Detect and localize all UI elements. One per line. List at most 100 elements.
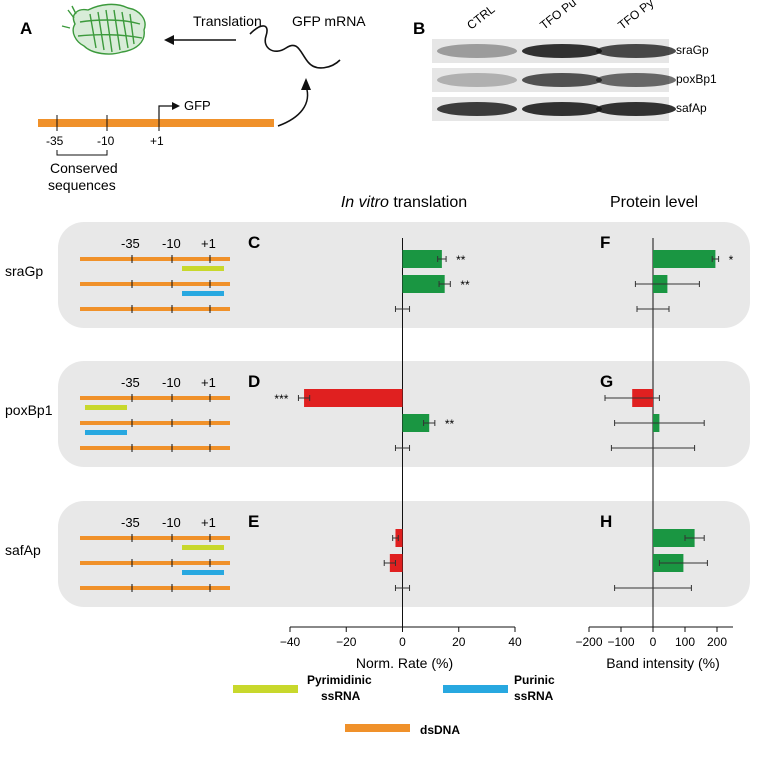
row-panel-bg: [58, 501, 750, 607]
x-tick-label: −40: [280, 635, 301, 649]
blot-band: [522, 73, 602, 87]
panel-letter: D: [248, 372, 260, 391]
mrna-squiggle: [249, 25, 341, 69]
bar: [653, 250, 716, 268]
significance-label: **: [445, 417, 455, 431]
promoter-name: safAp: [5, 542, 41, 558]
x-tick-label: −100: [607, 635, 634, 649]
tss-arrow: [158, 102, 180, 119]
x-tick-label: 200: [707, 635, 727, 649]
schematic-tick-label: -10: [162, 375, 181, 390]
bar: [402, 250, 442, 268]
schematic-tick-label: +1: [201, 515, 216, 530]
blot-lane-label: CTRL: [464, 2, 498, 33]
significance-label: *: [729, 253, 734, 267]
x-tick-label: −20: [336, 635, 357, 649]
x-tick-label: 0: [650, 635, 657, 649]
bar: [402, 275, 445, 293]
blot-band: [596, 73, 676, 87]
purinic-ssrna-strand: [182, 291, 224, 296]
schematic-tick-label: +1: [201, 236, 216, 251]
pyrimidinic-ssrna-strand: [182, 545, 224, 550]
dsdna-line: [80, 586, 230, 590]
mrna-label: GFP mRNA: [292, 13, 366, 29]
schematic-tick-label: -10: [162, 236, 181, 251]
bar: [395, 529, 403, 547]
x-tick-label: 40: [508, 635, 522, 649]
blot-row-label: poxBp1: [676, 72, 717, 86]
promoter-name: poxBp1: [5, 402, 53, 418]
dsdna-line: [80, 396, 230, 400]
conserved-bracket: [56, 150, 108, 156]
gene-tick-label: -10: [97, 134, 115, 148]
transcription-arrow: [277, 85, 309, 127]
legend-label: dsDNA: [420, 723, 460, 737]
x-tick-label: 20: [452, 635, 466, 649]
pyrimidinic-ssrna-strand: [85, 405, 127, 410]
blot-band: [437, 44, 517, 58]
blot-band: [522, 44, 602, 58]
dsdna-line: [80, 446, 230, 450]
x-tick-label: 100: [675, 635, 695, 649]
pyrimidinic-ssrna-strand: [182, 266, 224, 271]
blot-row-label: sraGp: [676, 43, 709, 57]
panel-letter: E: [248, 512, 259, 531]
blot-lane-label: TFO Pu: [537, 0, 579, 32]
panel-a: A Translation GFP mRNA GFP -35: [20, 3, 366, 193]
conserved-label: Conserved: [50, 160, 118, 176]
significance-label: **: [460, 278, 470, 292]
x-tick-label: 0: [399, 635, 406, 649]
purinic-ssrna-strand: [85, 430, 127, 435]
translation-arrow: [164, 35, 236, 45]
bar: [304, 389, 403, 407]
dsdna-line: [80, 561, 230, 565]
panel-a-letter: A: [20, 19, 32, 38]
gene-tick-label: -35: [46, 134, 64, 148]
legend-label: Purinic: [514, 673, 555, 687]
schematic-tick-label: -10: [162, 515, 181, 530]
legend-swatch-pyrimidinic: [233, 685, 298, 693]
x-axis-label: Band intensity (%): [606, 655, 720, 671]
right-column-title: Protein level: [610, 194, 698, 211]
legend: Pyrimidinic ssRNA Purinic ssRNA dsDNA: [233, 673, 555, 737]
western-blot: [432, 39, 676, 121]
legend-label: ssRNA: [321, 689, 361, 703]
schematic-tick-label: -35: [121, 515, 140, 530]
schematic-tick-label: +1: [201, 375, 216, 390]
blot-band: [596, 102, 676, 116]
blot-band: [437, 73, 517, 87]
legend-label: ssRNA: [514, 689, 554, 703]
gfp-protein-icon: [61, 3, 146, 55]
significance-label: ***: [274, 392, 288, 406]
legend-swatch-purinic: [443, 685, 508, 693]
panel-letter: F: [600, 233, 610, 252]
translation-label: Translation: [193, 13, 262, 29]
significance-label: **: [456, 253, 466, 267]
x-axis-label: Norm. Rate (%): [356, 655, 453, 671]
schematic-tick-label: -35: [121, 375, 140, 390]
blot-row-label: safAp: [676, 101, 707, 115]
blot-band: [522, 102, 602, 116]
blot-band: [437, 102, 517, 116]
dsdna-line: [80, 421, 230, 425]
x-tick-label: −200: [575, 635, 602, 649]
legend-swatch-dsdna: [345, 724, 410, 732]
panel-letter: C: [248, 233, 260, 252]
bar: [389, 554, 403, 572]
bar: [653, 529, 695, 547]
panel-letter: G: [600, 372, 613, 391]
panel-letter: H: [600, 512, 612, 531]
left-column-title: In vitro translation: [341, 194, 467, 211]
dsdna-line: [80, 282, 230, 286]
gene-dsdna-bar: [38, 119, 274, 127]
conserved-label: sequences: [48, 177, 116, 193]
purinic-ssrna-strand: [182, 570, 224, 575]
legend-label: Pyrimidinic: [307, 673, 372, 687]
schematic-tick-label: -35: [121, 236, 140, 251]
gene-label: GFP: [184, 98, 211, 113]
dsdna-line: [80, 536, 230, 540]
panel-b-letter: B: [413, 19, 425, 38]
